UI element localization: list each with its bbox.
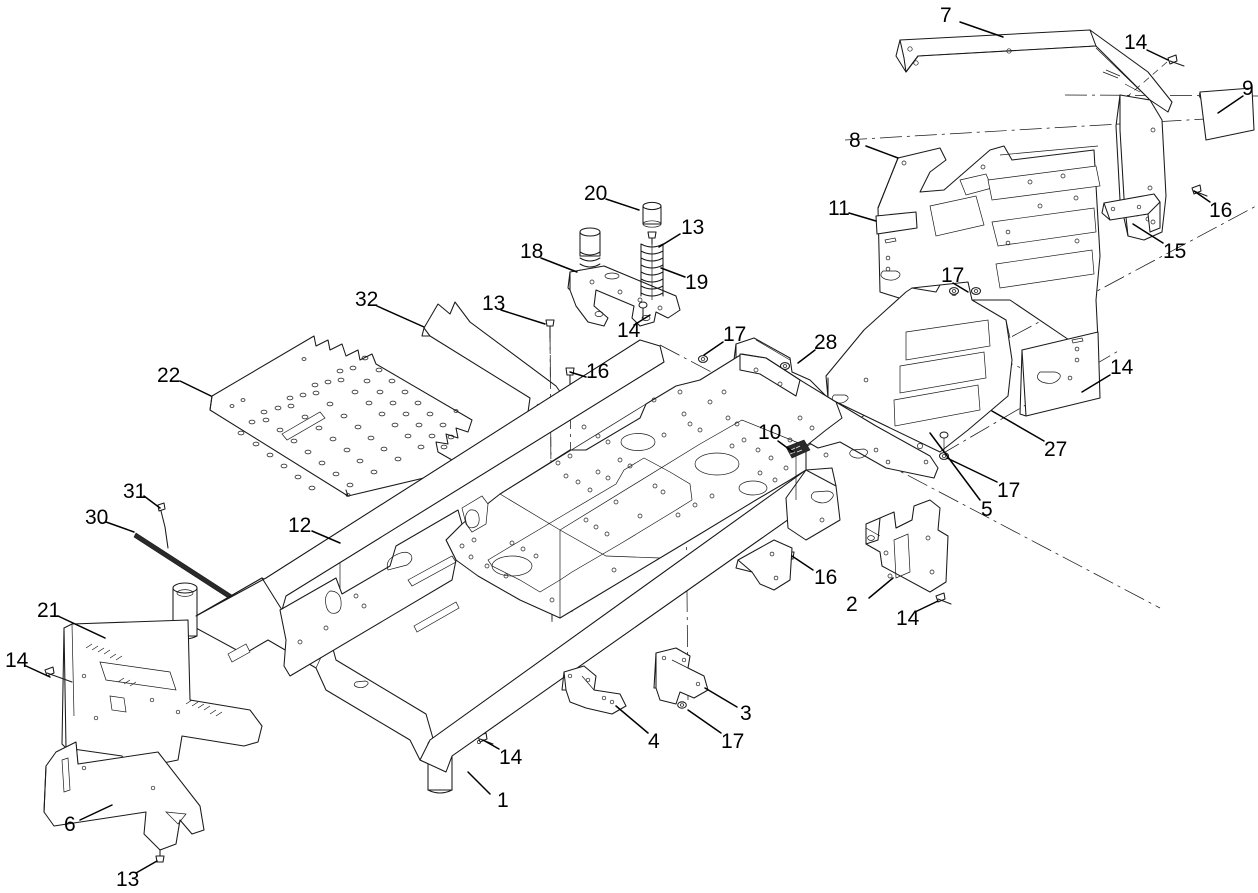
callout-17-bracket3: 17 — [721, 730, 745, 753]
part-17-nut-seat-b — [970, 287, 982, 295]
main-frame-assembly — [172, 339, 843, 794]
part-15-support-bracket — [1101, 193, 1161, 233]
callout-17-divider: 17 — [723, 323, 747, 346]
callout-9: 9 — [1242, 77, 1254, 100]
callout-30: 30 — [85, 506, 109, 529]
callout-14-spring: 14 — [617, 319, 641, 342]
part-14-bolt-bracket2 — [935, 592, 952, 605]
part-11-identification-decal — [875, 211, 918, 235]
callout-3: 3 — [740, 702, 752, 725]
part-9-access-cover-decal — [1198, 87, 1255, 141]
part-28-nut — [779, 362, 791, 370]
callout-8: 8 — [849, 129, 861, 152]
callout-14-rail: 14 — [1124, 31, 1148, 54]
part-17-nut-divider — [697, 355, 709, 363]
part-13-screw-shield6 — [155, 849, 165, 863]
callout-10: 10 — [758, 421, 782, 444]
callout-21: 21 — [37, 599, 61, 622]
callout-18: 18 — [520, 240, 544, 263]
callout-20: 20 — [584, 182, 608, 205]
callout-32: 32 — [355, 288, 379, 311]
leader-lines — [25, 21, 1244, 874]
callout-13-shield: 13 — [116, 868, 140, 891]
part-18-spring-mount-bracket — [567, 227, 681, 327]
callout-16-center: 16 — [586, 360, 610, 383]
part-20-spring-cap-bushing — [642, 201, 662, 228]
part-19-compression-spring — [640, 236, 664, 300]
callout-17-seat-top: 17 — [941, 264, 965, 287]
callout-22: 22 — [157, 364, 181, 387]
callout-16-deck: 16 — [814, 566, 838, 589]
part-31-trim-retainer-clip — [157, 502, 169, 549]
callout-2: 2 — [846, 593, 858, 616]
callout-4: 4 — [648, 730, 660, 753]
part-7-upper-rear-rail — [895, 29, 1173, 113]
callout-13-spring: 13 — [681, 216, 705, 239]
callout-16-right: 16 — [1209, 199, 1233, 222]
callout-28: 28 — [814, 331, 838, 354]
fender-right-side-panel — [1019, 331, 1101, 417]
part-17-nut-bracket3 — [677, 701, 687, 709]
part-14-bolt-shield21 — [44, 666, 73, 683]
callout-13-skid: 13 — [482, 292, 506, 315]
part-4-deck-lift-bracket-left — [561, 665, 627, 715]
callout-1: 1 — [497, 789, 509, 812]
part-22-perforated-footplate — [209, 335, 473, 497]
part-10-warning-decal — [785, 439, 811, 500]
callout-11: 11 — [828, 197, 850, 220]
callout-15: 15 — [1163, 240, 1187, 263]
callout-14-shield: 14 — [5, 649, 29, 672]
part-6-front-lower-shield — [43, 741, 205, 851]
part-17-nut-seat-a — [948, 287, 960, 295]
callout-5: 5 — [981, 498, 993, 521]
part-13-screw-spring — [647, 231, 657, 245]
deck-right-small-bracket — [735, 539, 793, 591]
part-3-deck-lift-bracket-right — [653, 647, 709, 705]
callout-14-bracket2: 14 — [896, 607, 920, 630]
callout-14-caster: 14 — [499, 746, 523, 769]
callout-14-fender: 14 — [1110, 356, 1134, 379]
callout-27: 27 — [1044, 438, 1068, 461]
callout-12: 12 — [288, 514, 312, 537]
callout-7: 7 — [940, 4, 952, 27]
callout-19: 19 — [685, 271, 709, 294]
callout-31: 31 — [123, 480, 147, 503]
part-27-seat-support-panel — [825, 281, 1013, 453]
part-14-bolt-spring-bracket — [638, 301, 648, 319]
callout-17-seat-bottom: 17 — [997, 479, 1021, 502]
part-2-fuel-tank-mount-bracket — [865, 499, 949, 593]
part-14-bolt-upper — [1127, 54, 1185, 97]
callout-6: 6 — [64, 813, 76, 836]
